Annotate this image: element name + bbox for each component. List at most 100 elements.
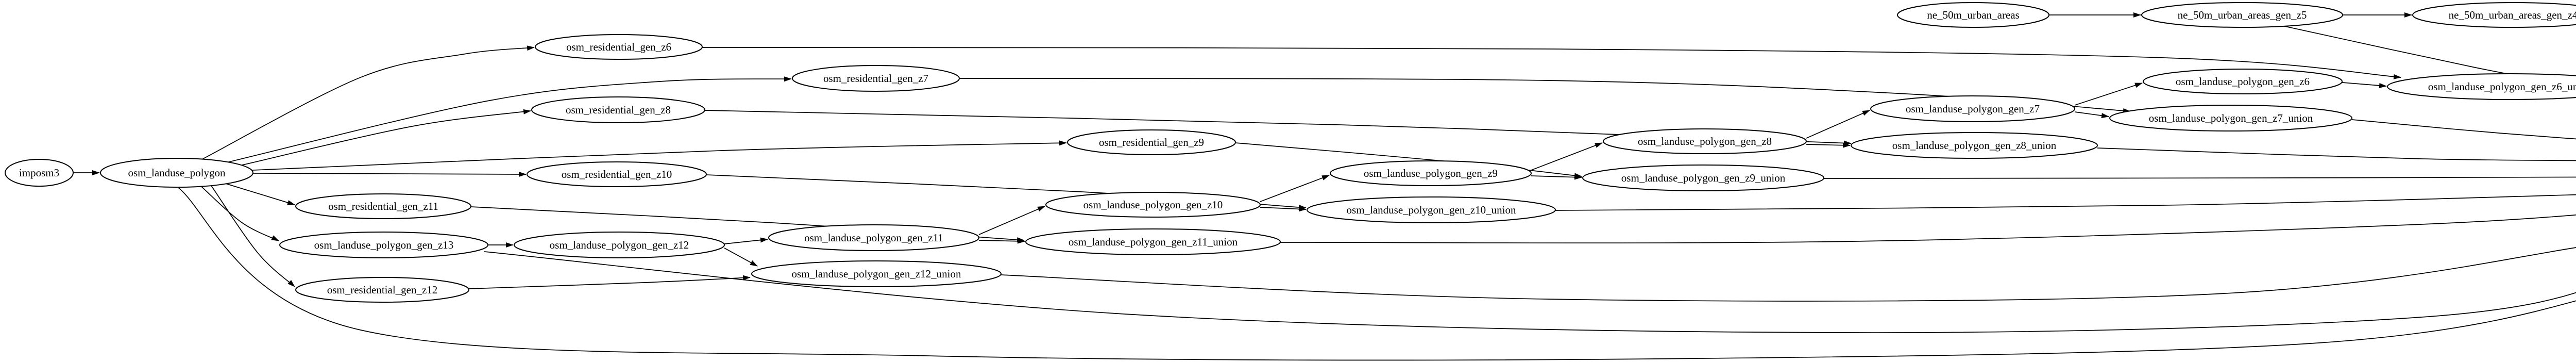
node-label-osm_landuse_polygon: osm_landuse_polygon — [128, 167, 226, 179]
node-ellipse-osm_residential_gen_z6 — [535, 34, 703, 60]
node-ellipse-osm_landuse_polygon_gen_z9 — [1330, 160, 1532, 186]
node-ellipse-osm_landuse_polygon_gen_z7_union — [2109, 105, 2352, 131]
node-label-osm_landuse_polygon_gen_z7: osm_landuse_polygon_gen_z7 — [1906, 103, 2040, 115]
node-label-osm_landuse_polygon_gen_z8: osm_landuse_polygon_gen_z8 — [1638, 135, 1772, 147]
edge-osm_landuse_polygon-to-osm_residential_gen_z12 — [211, 185, 295, 287]
node-osm_landuse_polygon_gen_z9: osm_landuse_polygon_gen_z9 — [1330, 160, 1532, 186]
edge-osm_landuse_polygon_gen_z12-to-osm_landuse_polygon_gen_z12_union — [724, 248, 758, 267]
node-ellipse-osm_landuse_polygon_gen_z11_union — [1025, 228, 1281, 255]
node-ellipse-osm_landuse_polygon_gen_z6_union — [2387, 73, 2576, 100]
edge-osm_landuse_polygon-to-osm_residential_gen_z6 — [201, 45, 535, 160]
node-label-osm_residential_gen_z7: osm_residential_gen_z7 — [823, 72, 928, 85]
node-osm_residential_gen_z10: osm_residential_gen_z10 — [527, 161, 707, 187]
node-label-osm_residential_gen_z9: osm_residential_gen_z9 — [1099, 136, 1204, 149]
edge-osm_residential_gen_z9-to-osm_landuse_polygon_gen_z9_union — [1235, 142, 1582, 178]
node-osm_landuse_polygon_gen_z9_union: osm_landuse_polygon_gen_z9_union — [1582, 164, 1824, 191]
edge-osm_landuse_polygon_gen_z8-to-osm_landuse_polygon_gen_z8_union — [1806, 142, 1851, 148]
edge-osm_landuse_polygon-to-osm_residential_gen_z10 — [252, 171, 527, 177]
node-label-osm_landuse_polygon_gen_z13: osm_landuse_polygon_gen_z13 — [314, 239, 454, 251]
node-osm_landuse_polygon_gen_z8: osm_landuse_polygon_gen_z8 — [1603, 128, 1807, 154]
node-label-osm_landuse_polygon_gen_z11: osm_landuse_polygon_gen_z11 — [804, 232, 943, 244]
node-osm_landuse_polygon_gen_z10: osm_landuse_polygon_gen_z10 — [1045, 192, 1261, 218]
node-label-osm_landuse_polygon_gen_z8_union: osm_landuse_polygon_gen_z8_union — [1892, 139, 2057, 152]
edge-osm_landuse_polygon_gen_z9-to-osm_landuse_polygon_gen_z9_union — [1531, 174, 1582, 180]
node-osm_landuse_polygon_gen_z6_union: osm_landuse_polygon_gen_z6_union — [2387, 73, 2576, 100]
node-osm_landuse_polygon_gen_z11_union: osm_landuse_polygon_gen_z11_union — [1025, 228, 1281, 255]
node-label-osm_residential_gen_z11: osm_residential_gen_z11 — [328, 200, 438, 212]
node-ellipse-osm_landuse_polygon_gen_z6 — [2143, 69, 2343, 94]
node-osm_residential_gen_z12: osm_residential_gen_z12 — [295, 277, 469, 303]
edge-osm_landuse_polygon_gen_z9-to-osm_landuse_polygon_gen_z8 — [1531, 142, 1603, 171]
edge-ne_50m_urban_areas_gen_z5-to-layer_landuse-z5 — [2282, 25, 2576, 88]
node-ellipse-ne_50m_urban_areas — [1897, 2, 2049, 28]
edge-osm_landuse_polygon-to-layer_landuse-z14+ — [177, 187, 2576, 361]
node-ellipse-osm_landuse_polygon_gen_z10_union — [1307, 196, 1556, 223]
node-osm_landuse_polygon_gen_z6: osm_landuse_polygon_gen_z6 — [2143, 69, 2343, 94]
node-ellipse-osm_landuse_polygon_gen_z8_union — [1851, 132, 2098, 159]
edge-osm_landuse_polygon-to-osm_landuse_polygon_gen_z13 — [200, 186, 279, 241]
node-ellipse-osm_residential_gen_z8 — [531, 96, 705, 123]
node-label-imposm3: imposm3 — [19, 167, 59, 179]
node-osm_residential_gen_z8: osm_residential_gen_z8 — [531, 96, 705, 123]
node-osm_landuse_polygon_gen_z12_union: osm_landuse_polygon_gen_z12_union — [751, 260, 1002, 287]
node-imposm3: imposm3 — [5, 159, 74, 187]
node-ne_50m_urban_areas_gen_z5: ne_50m_urban_areas_gen_z5 — [2141, 2, 2343, 28]
node-ellipse-osm_residential_gen_z11 — [295, 193, 471, 219]
node-ellipse-imposm3 — [5, 159, 74, 187]
node-label-osm_residential_gen_z8: osm_residential_gen_z8 — [566, 104, 671, 116]
node-label-osm_landuse_polygon_gen_z10: osm_landuse_polygon_gen_z10 — [1083, 199, 1223, 211]
node-label-osm_landuse_polygon_gen_z6: osm_landuse_polygon_gen_z6 — [2176, 75, 2310, 88]
node-label-osm_landuse_polygon_gen_z9_union: osm_landuse_polygon_gen_z9_union — [1621, 172, 1786, 184]
node-label-osm_landuse_polygon_gen_z9: osm_landuse_polygon_gen_z9 — [1364, 167, 1498, 179]
node-osm_landuse_polygon_gen_z7_union: osm_landuse_polygon_gen_z7_union — [2109, 105, 2352, 131]
node-ellipse-osm_landuse_polygon_gen_z13 — [279, 232, 488, 258]
edge-osm_landuse_polygon_gen_z7-to-osm_landuse_polygon_gen_z6 — [2074, 83, 2143, 106]
edge-osm_landuse_polygon_gen_z10-to-osm_landuse_polygon_gen_z9 — [1260, 175, 1330, 202]
edge-osm_landuse_polygon_gen_z7_union-to-layer_landuse-z7 — [2351, 119, 2576, 140]
node-label-ne_50m_urban_areas: ne_50m_urban_areas — [1927, 9, 2020, 21]
node-ellipse-osm_residential_gen_z9 — [1067, 129, 1236, 155]
edge-osm_landuse_polygon_gen_z11_union-to-layer_landuse-z11 — [1280, 214, 2576, 243]
node-ellipse-ne_50m_urban_areas_gen_z5 — [2141, 2, 2343, 28]
node-ne_50m_urban_areas: ne_50m_urban_areas — [1897, 2, 2049, 28]
node-label-osm_landuse_polygon_gen_z10_union: osm_landuse_polygon_gen_z10_union — [1347, 204, 1516, 216]
node-osm_landuse_polygon_gen_z8_union: osm_landuse_polygon_gen_z8_union — [1851, 132, 2098, 159]
edge-osm_landuse_polygon_gen_z12-to-osm_landuse_polygon_gen_z11 — [724, 237, 768, 244]
edge-osm_landuse_polygon_gen_z8-to-osm_landuse_polygon_gen_z7 — [1806, 110, 1870, 139]
edge-osm_landuse_polygon_gen_z9_union-to-layer_landuse-z9 — [1823, 176, 2576, 179]
node-label-osm_landuse_polygon_gen_z12_union: osm_landuse_polygon_gen_z12_union — [792, 268, 961, 280]
edge-osm_landuse_polygon_gen_z8_union-to-layer_landuse-z8 — [2097, 147, 2576, 161]
node-label-osm_residential_gen_z12: osm_residential_gen_z12 — [327, 284, 438, 296]
node-label-osm_landuse_polygon_gen_z12: osm_landuse_polygon_gen_z12 — [550, 239, 689, 251]
node-ellipse-osm_landuse_polygon_gen_z10 — [1045, 192, 1261, 218]
edge-osm_landuse_polygon_gen_z6-to-osm_landuse_polygon_gen_z6_union — [2342, 82, 2387, 88]
node-osm_residential_gen_z6: osm_residential_gen_z6 — [535, 34, 703, 60]
edge-osm_landuse_polygon-to-osm_residential_gen_z9 — [252, 140, 1067, 171]
node-osm_landuse_polygon_gen_z11: osm_landuse_polygon_gen_z11 — [768, 224, 979, 251]
node-osm_residential_gen_z7: osm_residential_gen_z7 — [792, 65, 960, 92]
node-ellipse-osm_residential_gen_z10 — [527, 161, 707, 187]
node-osm_landuse_polygon_gen_z7: osm_landuse_polygon_gen_z7 — [1870, 95, 2075, 122]
node-ellipse-ne_50m_urban_areas_gen_z4 — [2412, 2, 2576, 28]
node-label-osm_residential_gen_z10: osm_residential_gen_z10 — [562, 168, 672, 180]
node-label-ne_50m_urban_areas_gen_z4: ne_50m_urban_areas_gen_z4 — [2449, 9, 2576, 21]
edge-osm_landuse_polygon_gen_z12_union-to-layer_landuse-z12 — [1001, 247, 2576, 302]
node-label-osm_landuse_polygon_gen_z6_union: osm_landuse_polygon_gen_z6_union — [2428, 80, 2576, 93]
node-ne_50m_urban_areas_gen_z4: ne_50m_urban_areas_gen_z4 — [2412, 2, 2576, 28]
edge-osm_residential_gen_z12-to-osm_landuse_polygon_gen_z12_union — [468, 275, 751, 289]
edge-osm_landuse_polygon_gen_z10-to-osm_landuse_polygon_gen_z10_union — [1260, 206, 1307, 212]
node-ellipse-osm_residential_gen_z12 — [295, 277, 469, 303]
node-ellipse-osm_landuse_polygon_gen_z12_union — [751, 260, 1002, 287]
edge-osm_landuse_polygon_gen_z7-to-osm_landuse_polygon_gen_z7_union — [2074, 111, 2109, 119]
node-ellipse-osm_landuse_polygon_gen_z7 — [1870, 95, 2075, 122]
node-label-osm_residential_gen_z6: osm_residential_gen_z6 — [566, 41, 671, 53]
edge-osm_landuse_polygon-to-osm_residential_gen_z8 — [242, 109, 531, 166]
node-osm_residential_gen_z11: osm_residential_gen_z11 — [295, 193, 471, 219]
edge-osm_landuse_polygon_gen_z11-to-osm_landuse_polygon_gen_z11_union — [978, 238, 1025, 244]
edge-osm_landuse_polygon-to-osm_residential_gen_z7 — [226, 76, 792, 163]
node-ellipse-osm_landuse_polygon — [100, 158, 253, 188]
node-osm_landuse_polygon_gen_z10_union: osm_landuse_polygon_gen_z10_union — [1307, 196, 1556, 223]
node-ellipse-osm_landuse_polygon_gen_z8 — [1603, 128, 1807, 154]
node-ellipse-osm_landuse_polygon_gen_z11 — [768, 224, 979, 251]
